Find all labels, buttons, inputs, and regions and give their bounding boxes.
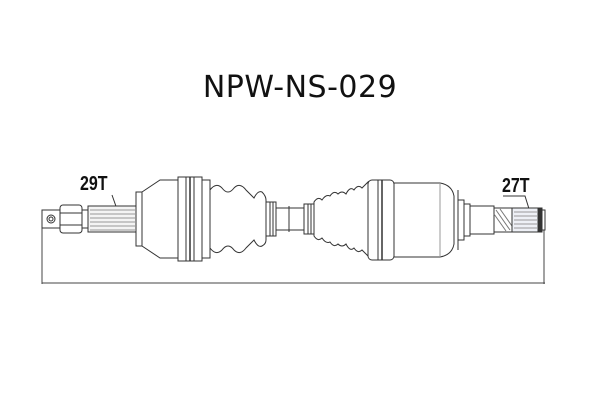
hex-nut (59, 204, 83, 234)
outer-spline-count-label: 27T (502, 175, 530, 197)
part-number-title: NPW-NS-029 (202, 70, 398, 105)
outer-boot (313, 180, 369, 258)
outer-spline-leader-line (503, 195, 531, 213)
outer-joint-housing (367, 179, 455, 261)
outer-spline-shaft (511, 207, 546, 233)
inner-spline-count-label: 29T (80, 173, 108, 195)
left-stub-end (41, 209, 61, 229)
inner-boot (209, 184, 267, 254)
inner-spline-shaft (87, 205, 137, 233)
inner-joint-housing (135, 176, 211, 262)
center-shaft (275, 206, 305, 232)
overall-length-dimension (41, 228, 545, 284)
outer-thread-section (469, 205, 513, 235)
